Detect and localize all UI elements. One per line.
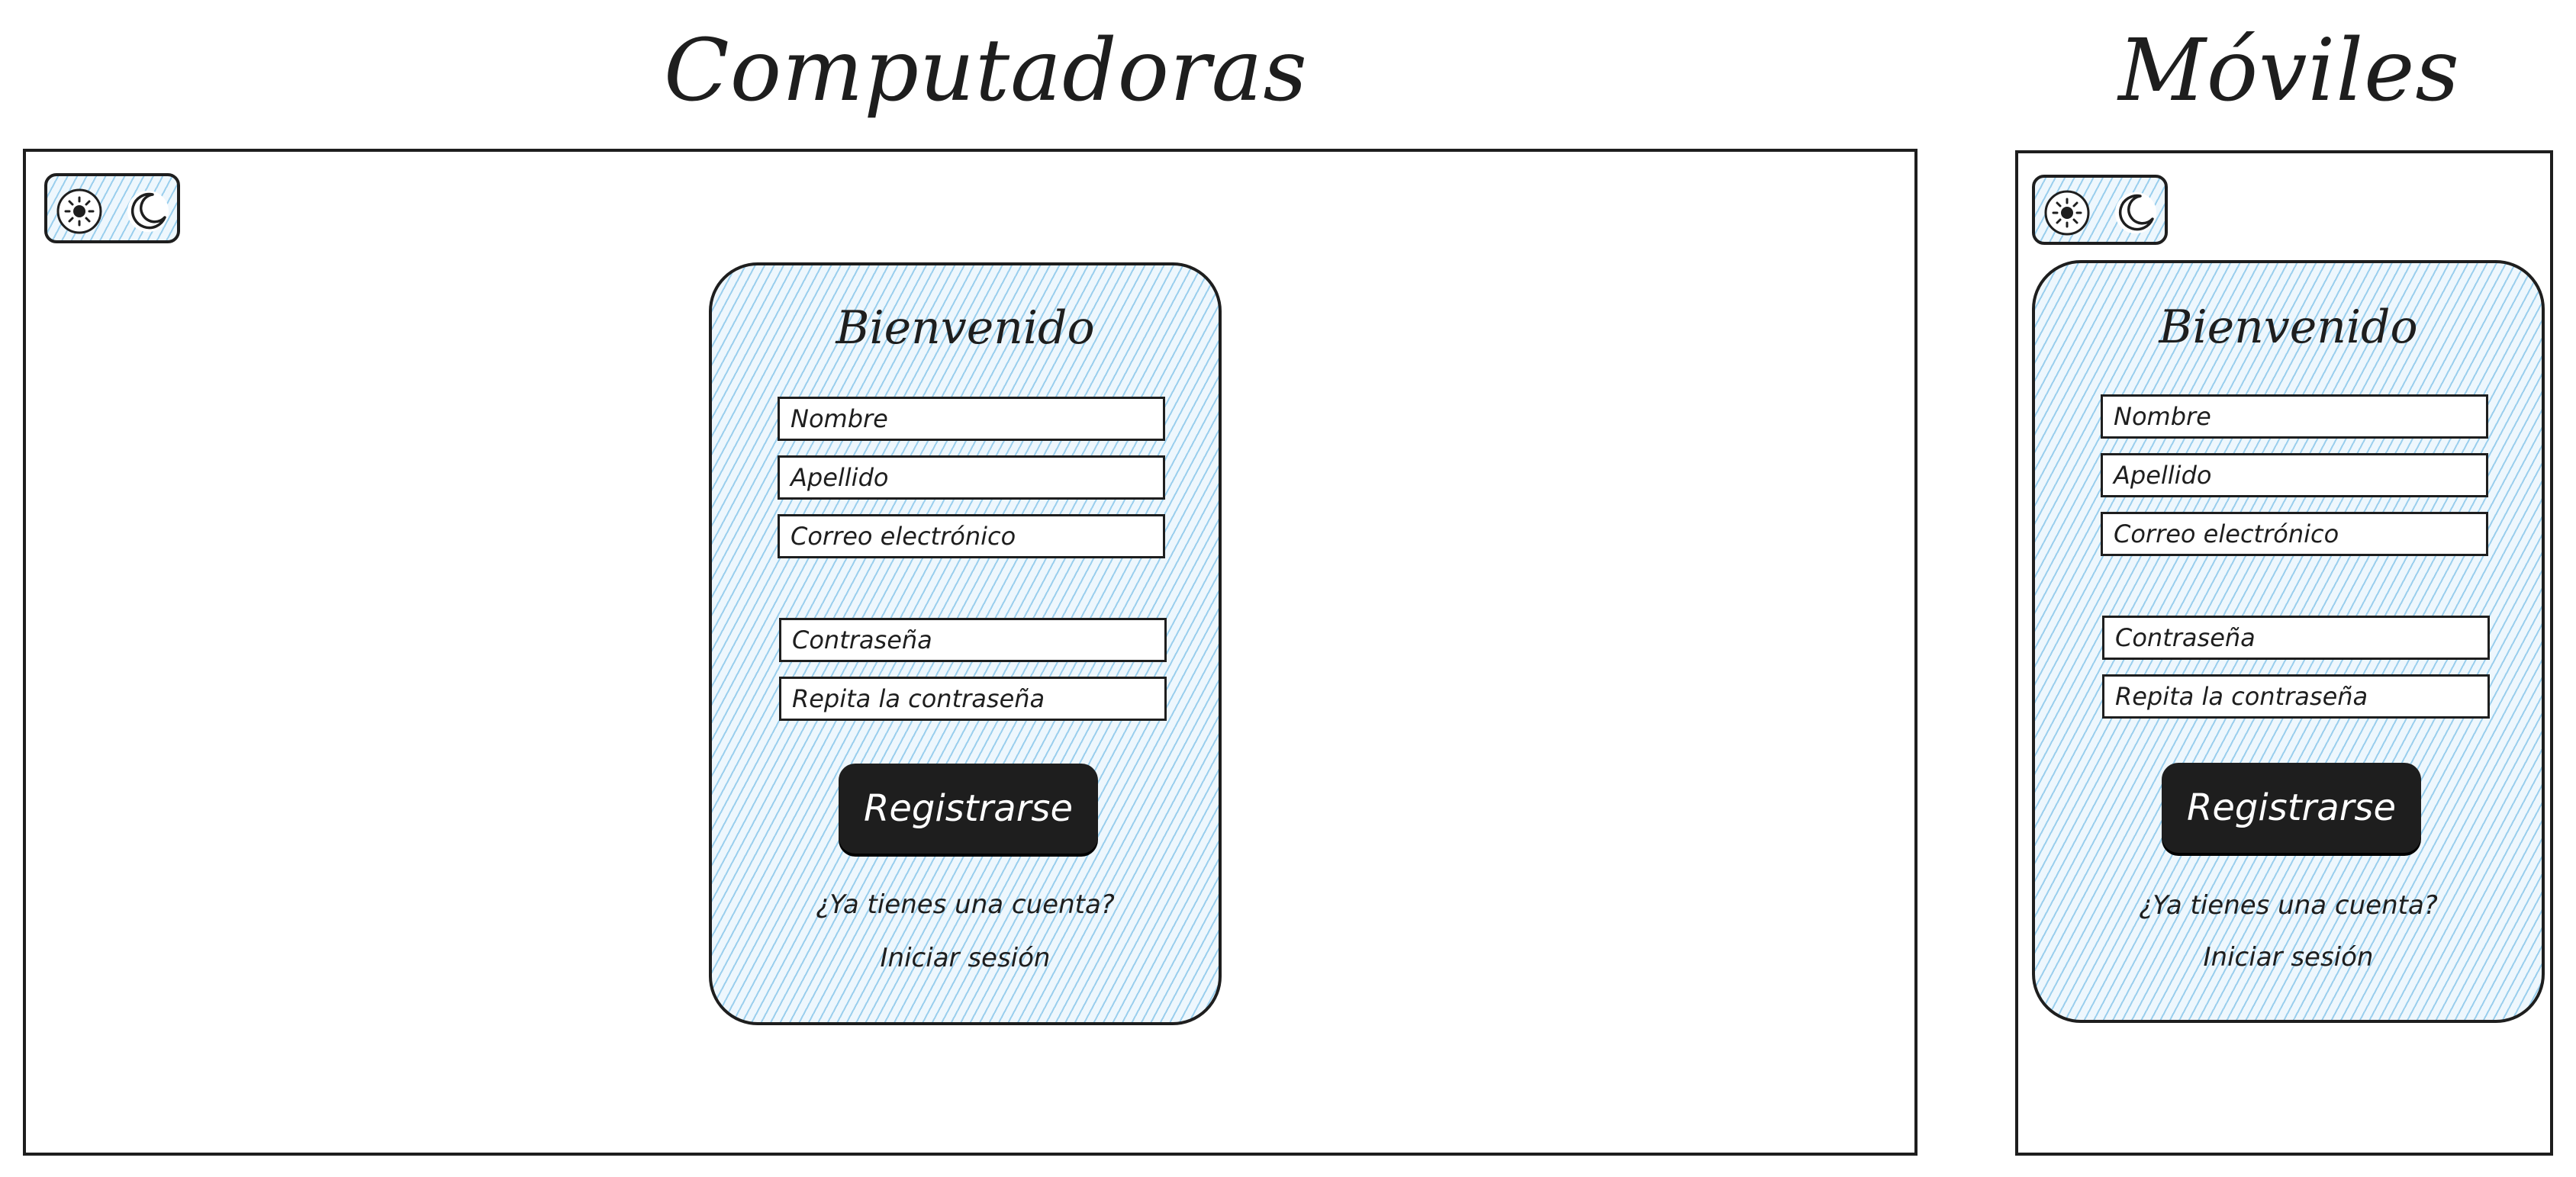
first-name-field[interactable]: Nombre <box>778 397 1165 441</box>
register-card: Bienvenido Nombre Apellido Correo electr… <box>709 262 1222 1025</box>
card-title: Bienvenido <box>836 301 1095 355</box>
moon-icon[interactable] <box>124 187 172 236</box>
register-card: Bienvenido Nombre Apellido Correo electr… <box>2032 260 2545 1023</box>
desktop-section-title: Computadoras <box>664 21 1308 121</box>
sun-icon[interactable] <box>2043 188 2091 237</box>
first-name-field[interactable]: Nombre <box>2101 394 2488 439</box>
card-title: Bienvenido <box>2159 301 2418 354</box>
email-field[interactable]: Correo electrónico <box>778 514 1165 558</box>
login-link[interactable]: Iniciar sesión <box>2203 942 2374 973</box>
mobile-frame: Bienvenido Nombre Apellido Correo electr… <box>2015 150 2553 1156</box>
last-name-field[interactable]: Apellido <box>2101 453 2488 497</box>
desktop-frame: Bienvenido Nombre Apellido Correo electr… <box>23 149 1918 1156</box>
mobile-section-title: Móviles <box>2118 21 2460 121</box>
register-button[interactable]: Registrarse <box>839 764 1098 854</box>
has-account-prompt: ¿Ya tienes una cuenta? <box>2139 890 2438 921</box>
repeat-password-field[interactable]: Repita la contraseña <box>2102 674 2490 719</box>
password-field[interactable]: Contraseña <box>2102 616 2490 660</box>
password-field[interactable]: Contraseña <box>779 618 1167 662</box>
sun-icon[interactable] <box>55 187 104 236</box>
has-account-prompt: ¿Ya tienes una cuenta? <box>816 889 1115 920</box>
moon-icon[interactable] <box>2111 188 2160 237</box>
login-link[interactable]: Iniciar sesión <box>880 943 1051 973</box>
register-button[interactable]: Registrarse <box>2162 763 2421 853</box>
theme-toggle[interactable] <box>44 173 180 243</box>
theme-toggle[interactable] <box>2032 175 2168 245</box>
email-field[interactable]: Correo electrónico <box>2101 512 2488 556</box>
repeat-password-field[interactable]: Repita la contraseña <box>779 677 1167 721</box>
last-name-field[interactable]: Apellido <box>778 455 1165 500</box>
